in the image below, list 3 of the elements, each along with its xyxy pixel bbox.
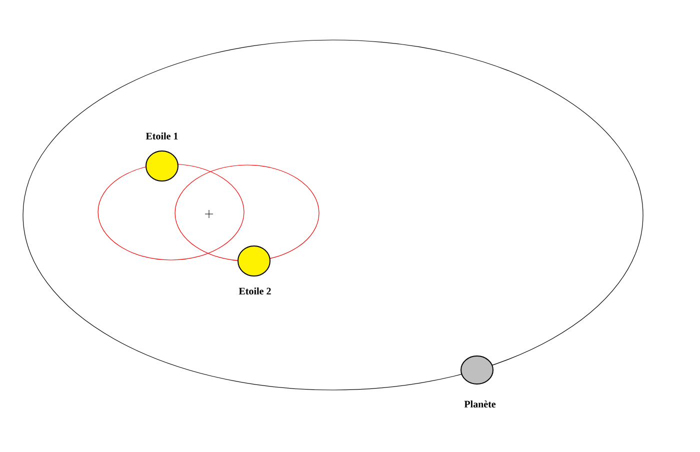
body-label: Etoile 2 [238, 287, 271, 294]
body-label: Planète [464, 400, 496, 408]
body-label: Etoile 1 [146, 132, 178, 140]
